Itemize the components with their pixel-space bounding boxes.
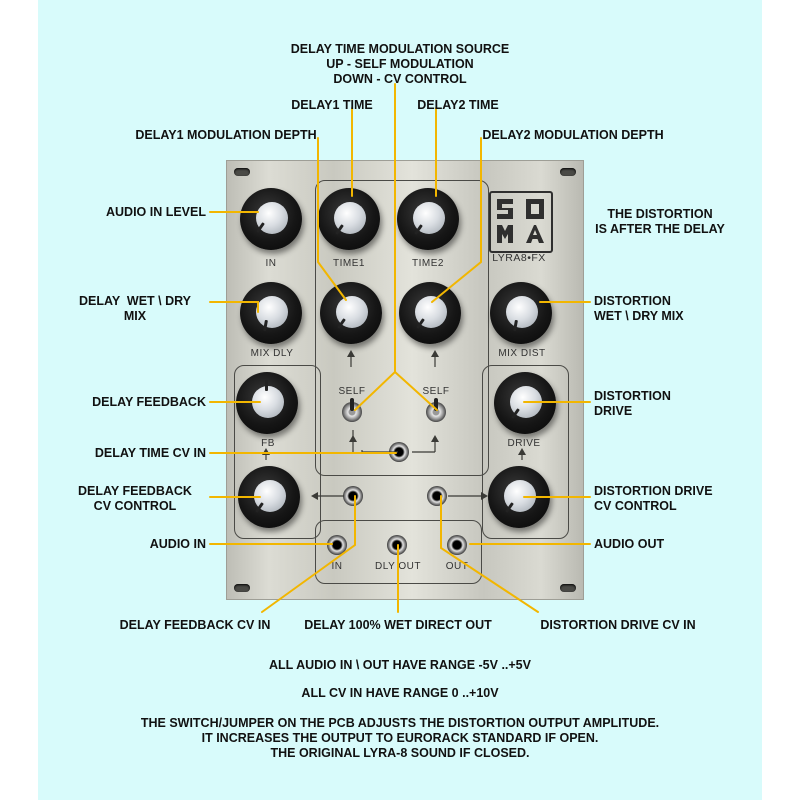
mounting-hole [560,584,576,592]
note-cv-range: ALL CV IN HAVE RANGE 0 ..+10V [301,686,499,700]
callout-audio-in: AUDIO IN [149,537,206,551]
callout-audio-out: AUDIO OUT [594,537,665,551]
panel-label-self-1: SELF [338,386,366,397]
panel-label-out-jack: OUT [445,561,469,572]
mix-dly-knob[interactable] [240,282,302,344]
callout-delay-wet-direct-out: DELAY 100% WET DIRECT OUT [304,618,492,632]
panel-model-name: LYRA8•FX [492,252,546,264]
mix-dist-knob[interactable] [490,282,552,344]
callout-distortion-drive: DISTORTION DRIVE [594,389,671,418]
delay1-mod-depth-knob[interactable] [320,282,382,344]
callout-distortion-drive-cv-control: DISTORTION DRIVE CV CONTROL [594,484,713,513]
panel-label-drive: DRIVE [507,438,541,449]
audio-out-jack[interactable] [447,535,467,555]
self-toggle-2[interactable] [426,398,446,422]
delay-section-outline [315,180,489,476]
delay-time-cv-jack[interactable] [389,442,409,462]
callout-delay1-time: DELAY1 TIME [291,98,373,112]
in-level-knob[interactable] [240,188,302,250]
panel-label-self-2: SELF [422,386,450,397]
callout-delay2-mod-depth: DELAY2 MODULATION DEPTH [482,128,664,142]
callout-delay1-mod-depth: DELAY1 MODULATION DEPTH [135,128,317,142]
fb-cv-in-jack[interactable] [343,486,363,506]
note-switch-jumper: THE SWITCH/JUMPER ON THE PCB ADJUSTS THE… [140,716,660,760]
callout-delay-time-cv-in: DELAY TIME CV IN [94,446,206,460]
time1-knob[interactable] [318,188,380,250]
time2-knob[interactable] [397,188,459,250]
panel-label-fb: FB [261,438,275,449]
note-audio-range: ALL AUDIO IN \ OUT HAVE RANGE -5V ..+5V [269,658,531,672]
callout-distortion-after-delay: THE DISTORTION IS AFTER THE DELAY [595,207,725,236]
panel-label-mix-dly: MIX DLY [250,348,294,359]
callout-delay-time-mod-source: DELAY TIME MODULATION SOURCE UP - SELF M… [290,42,510,86]
callout-delay-feedback-cv-in: DELAY FEEDBACK CV IN [119,618,271,632]
panel-label-in: IN [265,258,277,269]
audio-in-jack[interactable] [327,535,347,555]
fb-knob[interactable] [236,372,298,434]
callout-distortion-drive-cv-in: DISTORTION DRIVE CV IN [540,618,696,632]
panel-label-in-jack: IN [331,561,343,572]
fb-cv-knob[interactable] [238,466,300,528]
mounting-hole [560,168,576,176]
callout-delay-wet-dry-mix: DELAY WET \ DRY MIX [78,294,192,323]
delay2-mod-depth-knob[interactable] [399,282,461,344]
callout-audio-in-level: AUDIO IN LEVEL [105,205,206,219]
callout-delay-feedback-cv-control: DELAY FEEDBACK CV CONTROL [78,484,192,513]
panel-label-time1: TIME1 [333,258,365,269]
callout-distortion-wet-dry-mix: DISTORTION WET \ DRY MIX [594,294,684,323]
panel-label-dly-out: DLY OUT [375,561,421,572]
callout-delay2-time: DELAY2 TIME [417,98,499,112]
mounting-hole [234,168,250,176]
mounting-hole [234,584,250,592]
panel-label-mix-dist: MIX DIST [498,348,546,359]
panel-label-time2: TIME2 [412,258,444,269]
soma-logo [489,191,553,253]
callout-delay-feedback: DELAY FEEDBACK [92,395,206,409]
drive-section-outline [482,365,569,539]
